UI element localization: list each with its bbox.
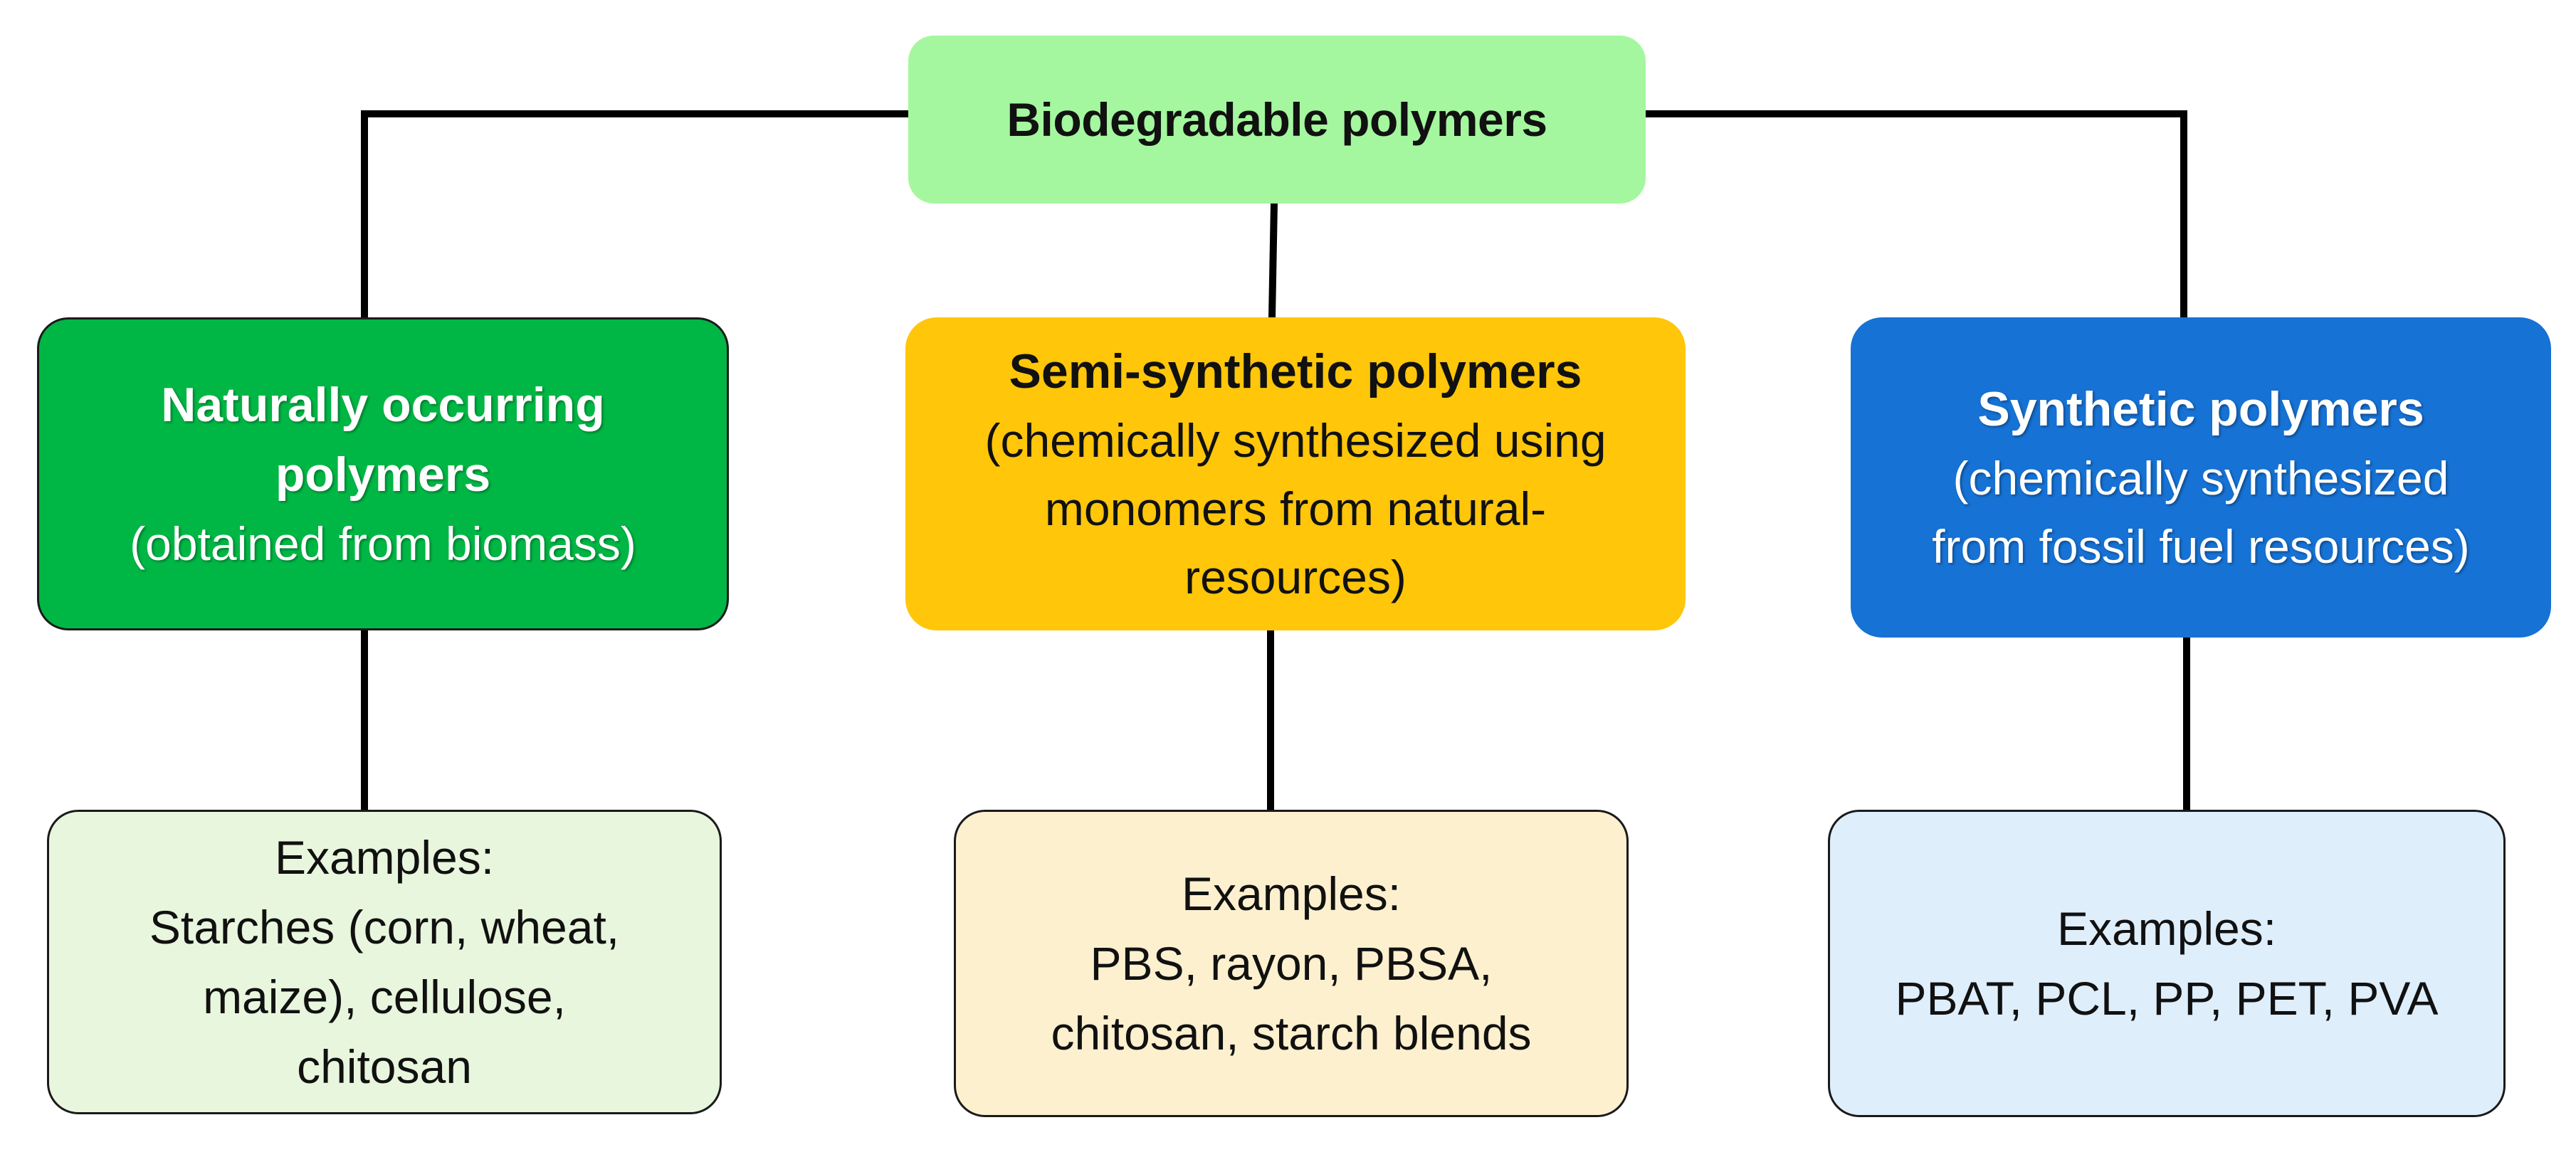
connector-root-to-semi <box>1268 199 1278 322</box>
examples-line: Examples: <box>1181 867 1402 920</box>
examples-line: Examples: <box>274 831 495 884</box>
examples-semi-synthetic: Examples: PBS, rayon, PBSA, chitosan, st… <box>954 810 1629 1117</box>
category-title-line: Naturally occurring <box>161 378 605 432</box>
connector-root-to-synthetic <box>1642 110 2187 321</box>
examples-line: maize), cellulose, <box>203 971 566 1023</box>
examples-synthetic: Examples: PBAT, PCL, PP, PET, PVA <box>1828 810 2506 1117</box>
category-description-line: resources) <box>1184 551 1407 603</box>
examples-line: PBAT, PCL, PP, PET, PVA <box>1895 972 2439 1025</box>
category-description-line: from fossil fuel resources) <box>1932 520 2470 573</box>
examples-line: chitosan, starch blends <box>1051 1007 1532 1059</box>
category-title-line: polymers <box>275 448 491 502</box>
examples-naturally-occurring: Examples: Starches (corn, wheat, maize),… <box>47 810 722 1114</box>
category-description-line: (chemically synthesized <box>1952 452 2449 504</box>
category-title-line: Semi-synthetic polymers <box>1009 344 1582 398</box>
category-naturally-occurring: Naturally occurring polymers (obtained f… <box>37 317 729 630</box>
connector-root-to-natural <box>361 110 912 321</box>
category-synthetic: Synthetic polymers (chemically synthesiz… <box>1851 317 2551 638</box>
category-description-line: (obtained from biomass) <box>130 517 636 570</box>
root-label: Biodegradable polymers <box>1006 93 1547 146</box>
root-node-biodegradable-polymers: Biodegradable polymers <box>908 36 1646 204</box>
category-title-line: Synthetic polymers <box>1977 382 2424 436</box>
category-semi-synthetic: Semi-synthetic polymers (chemically synt… <box>905 317 1686 630</box>
category-description-line: (chemically synthesized using <box>984 414 1607 467</box>
examples-line: Starches (corn, wheat, <box>149 901 620 953</box>
examples-line: chitosan <box>297 1040 472 1093</box>
examples-line: PBS, rayon, PBSA, <box>1090 937 1493 990</box>
examples-line: Examples: <box>2056 902 2277 955</box>
category-description-line: monomers from natural- <box>1044 482 1547 535</box>
